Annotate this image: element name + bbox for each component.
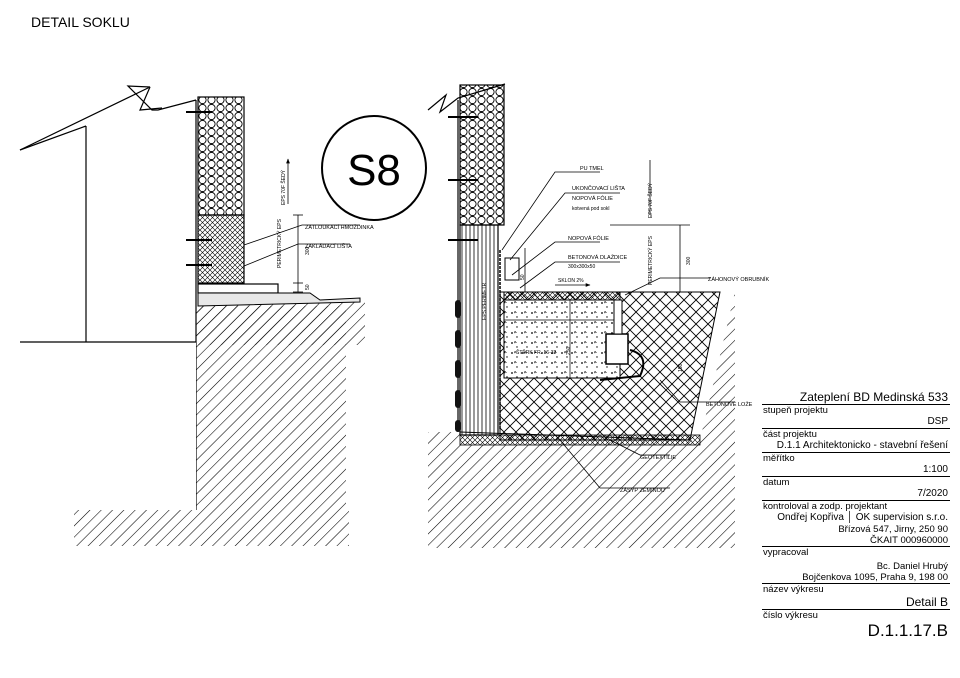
label-eps-perimetr: EPS PERIMETR: [482, 282, 488, 320]
controller-line3: ČKAIT 000960000: [870, 535, 948, 546]
tb-stage: stupeň projektu DSP: [762, 405, 950, 429]
left-detail: [19, 85, 365, 546]
tb-scale: měřítko 1:100: [762, 453, 950, 477]
right-detail: [427, 83, 735, 548]
author-label: vypracoval: [763, 547, 809, 558]
tb-project: Zateplení BD Medinská 533: [762, 390, 950, 405]
label-dlazba: BETONOVÁ DLAŽDICE: [568, 253, 628, 261]
stage-value: DSP: [927, 416, 948, 427]
label-dlazba-b: 300x300x50: [568, 264, 595, 270]
label-zatloukaci: ZATLOUKACÍ HMOŽDINKA: [305, 223, 374, 231]
scale-value: 1:100: [922, 464, 948, 475]
dim-left-small: 50: [305, 284, 311, 290]
project-name: Zateplení BD Medinská 533: [799, 390, 948, 404]
dim-150: 150: [678, 363, 684, 372]
date-label: datum: [763, 477, 790, 488]
dim-right: 300: [686, 256, 692, 265]
dim-left: 300: [305, 246, 311, 255]
label-eps-left: EPS 70F ŠEDÝ: [280, 169, 287, 205]
label-perimetr-left: PERIMETRICKÝ EPS: [276, 218, 283, 268]
tb-drawing-no: číslo výkresu D.1.1.17.B: [762, 610, 950, 641]
drawing-no-value: D.1.1.17.B: [867, 621, 948, 640]
dim-sterk: 250: [566, 346, 572, 355]
label-pu-tmel: PU TMEL: [580, 166, 604, 172]
page-title: DETAIL SOKLU: [31, 14, 130, 30]
author-line1: Bc. Daniel Hrubý: [876, 561, 948, 572]
drawing-name-label: název výkresu: [763, 584, 824, 595]
controller-line1: Ondřej Kopřiva │ OK supervision s.r.o.: [777, 512, 948, 523]
s8-badge: S8: [321, 115, 427, 221]
dim-right-small: 50: [520, 274, 526, 280]
part-value: D.1.1 Architektonicko - stavební řešení: [776, 440, 948, 451]
label-eps-right: EPS 70F ŠEDÝ: [647, 182, 654, 218]
label-sterk: ŠTĚRK FR. 16-32: [516, 348, 557, 356]
label-zakladaci: ZAKLÁDACÍ LIŠTA: [305, 243, 352, 250]
label-sklon: SKLON 2%: [558, 278, 584, 284]
stage-label: stupeň projektu: [763, 405, 828, 416]
tb-part: část projektu D.1.1 Architektonicko - st…: [762, 429, 950, 453]
author-line2: Bojčenkova 1095, Praha 9, 198 00: [802, 572, 948, 583]
label-ukoncovaci: UKONČOVACÍ LIŠTA: [572, 185, 625, 192]
label-obrubnik: ZÁHONOVÝ OBRUBNÍK: [708, 276, 769, 283]
badge-text: S8: [347, 146, 401, 195]
date-value: 7/2020: [917, 488, 948, 499]
tb-date: datum 7/2020: [762, 477, 950, 501]
label-nopova-1: NOPOVÁ FÓLIE: [572, 195, 613, 202]
label-geotextilie: GEOTEXTILIE: [640, 455, 676, 461]
label-nopova-1b: kotvená pod sokl: [572, 206, 610, 212]
tb-author: vypracoval Bc. Daniel Hrubý Bojčenkova 1…: [762, 547, 950, 584]
label-perimetr-right: PERIMETRICKÝ EPS: [647, 235, 654, 285]
tb-drawing-name: název výkresu Detail B: [762, 584, 950, 610]
controller-label: kontroloval a zodp. projektant: [763, 501, 888, 512]
drawing-name-value: Detail B: [905, 595, 948, 609]
label-nopova-2: NOPOVÁ FÓLIE: [568, 235, 609, 242]
title-block: Zateplení BD Medinská 533 stupeň projekt…: [762, 390, 950, 641]
label-zasyp: ZÁSYP ZEMINOU: [620, 487, 665, 494]
controller-line2: Břízová 547, Jirny, 250 90: [838, 524, 948, 535]
tb-controller: kontroloval a zodp. projektant Ondřej Ko…: [762, 501, 950, 547]
part-label: část projektu: [763, 429, 817, 440]
drawing-no-label: číslo výkresu: [763, 610, 818, 621]
label-betonove-loze: BETONOVÉ LOŽE: [706, 400, 753, 408]
scale-label: měřítko: [763, 453, 795, 464]
